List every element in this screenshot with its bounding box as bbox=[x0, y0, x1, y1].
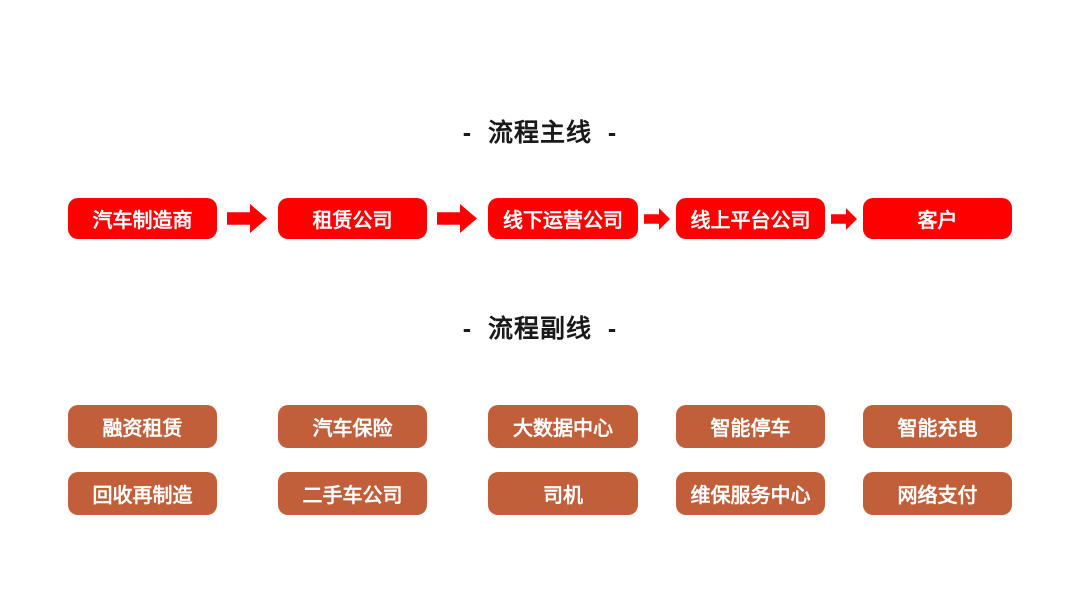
node-big-data-center: 大数据中心 bbox=[488, 405, 638, 448]
secondary-flow-title: - 流程副线 - bbox=[462, 315, 618, 343]
node-leasing-company: 租赁公司 bbox=[278, 198, 427, 239]
node-maintenance-service-center: 维保服务中心 bbox=[676, 472, 825, 515]
node-offline-operations-company: 线下运营公司 bbox=[488, 198, 638, 239]
node-driver: 司机 bbox=[488, 472, 638, 515]
arrow-right-icon bbox=[227, 204, 267, 233]
node-smart-charging: 智能充电 bbox=[863, 405, 1012, 448]
arrow-right-icon bbox=[831, 208, 857, 230]
node-online-platform-company: 线上平台公司 bbox=[676, 198, 825, 239]
node-smart-parking: 智能停车 bbox=[676, 405, 825, 448]
node-auto-insurance: 汽车保险 bbox=[278, 405, 427, 448]
node-auto-manufacturer: 汽车制造商 bbox=[68, 198, 217, 239]
arrow-right-icon bbox=[437, 204, 477, 233]
node-customer: 客户 bbox=[863, 198, 1012, 239]
node-online-payment: 网络支付 bbox=[863, 472, 1012, 515]
node-used-car-company: 二手车公司 bbox=[278, 472, 427, 515]
arrow-right-icon bbox=[644, 208, 670, 230]
main-flow-title: - 流程主线 - bbox=[462, 119, 618, 147]
node-financial-leasing: 融资租赁 bbox=[68, 405, 217, 448]
node-recycling-remanufacturing: 回收再制造 bbox=[68, 472, 217, 515]
